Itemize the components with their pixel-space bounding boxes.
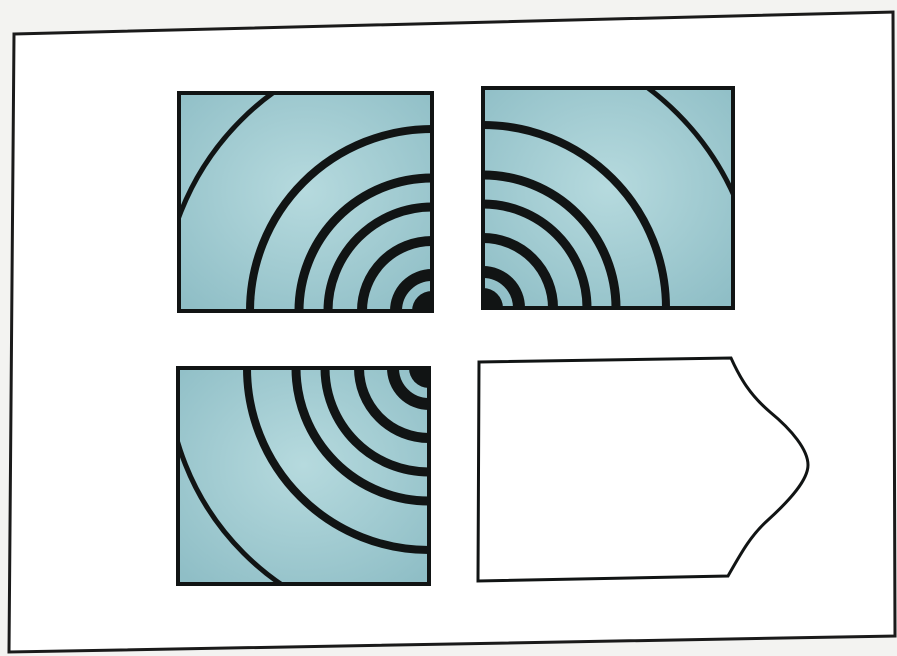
card-frame	[9, 12, 895, 652]
